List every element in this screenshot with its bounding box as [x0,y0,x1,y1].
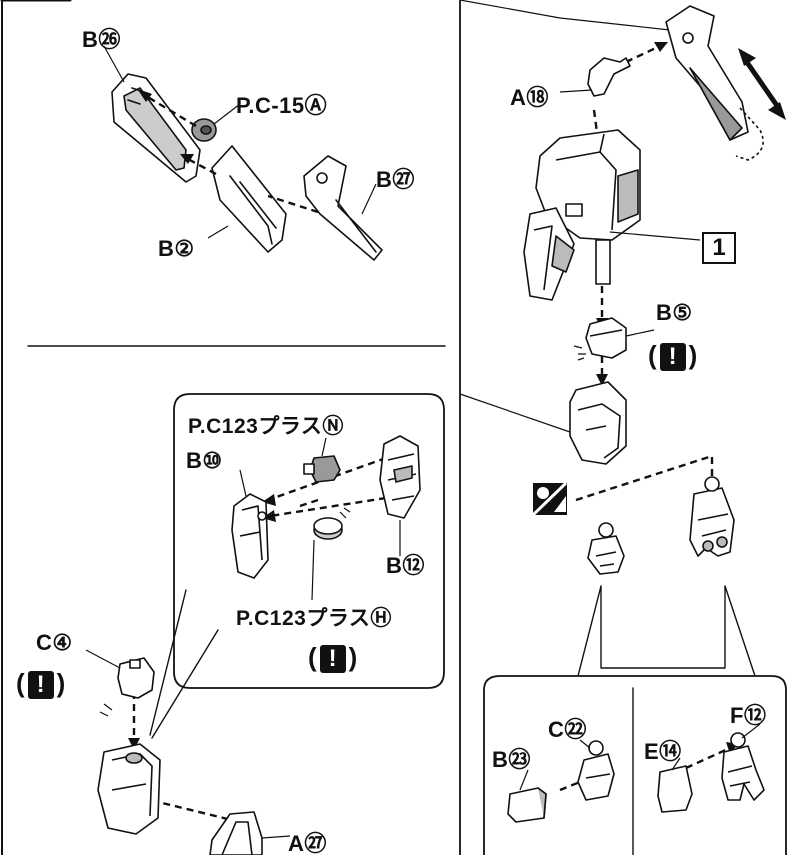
label-pc123n: P.C123プラスⓃ [188,415,344,438]
step-reference-box: 1 [702,232,736,264]
label-b2: B② [158,236,195,261]
exclamation-warning-icon: ! [659,343,686,372]
warning-pc123h: (!) [308,642,358,674]
paren-open: ( [16,668,25,698]
label-b10: B⑩ [186,448,223,473]
label-e14: E⑭ [644,739,682,764]
label-a27: A㉗ [288,831,327,856]
paren-open: ( [648,340,657,370]
label-c4: C④ [36,630,73,655]
label-b26: B㉖ [82,27,121,52]
paren-close: ) [56,668,66,698]
label-b23: B㉓ [492,747,531,772]
motion-arrow-icon [738,48,786,120]
paren-close: ) [348,642,358,672]
paren-open: ( [308,642,317,672]
warning-b5: (!) [648,340,698,372]
label-b12: B⑫ [386,553,425,578]
label-f12: F⑫ [730,703,767,728]
label-pc15a: P.C-15Ⓐ [236,93,328,118]
label-c22: C㉒ [548,717,587,742]
sticker-icon [532,482,568,516]
paren-close: ) [688,340,698,370]
warning-c4: (!) [16,668,66,700]
exclamation-warning-icon: ! [27,671,54,700]
label-b27: B㉗ [376,167,415,192]
exclamation-warning-icon: ! [319,645,346,674]
label-a18: A⑱ [510,85,549,110]
label-pc123h: P.C123プラスⒽ [236,607,392,630]
label-b5: B⑤ [656,300,693,325]
